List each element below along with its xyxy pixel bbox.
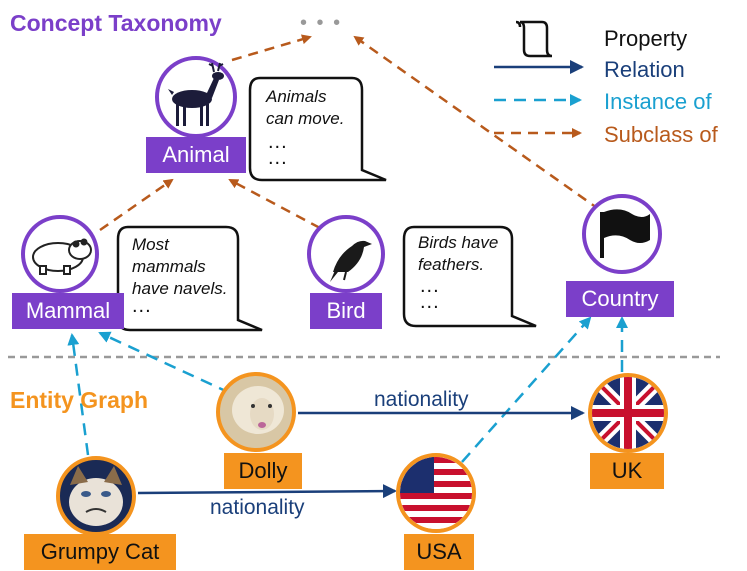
- deer-icon: [168, 62, 224, 126]
- uk-node: [588, 373, 668, 453]
- edge-bird-to-animal: [228, 178, 321, 230]
- relation-edges: [137, 406, 585, 499]
- grumpy-cat-label: Grumpy Cat: [24, 534, 176, 570]
- legend-relation-label: Relation: [604, 57, 685, 82]
- uk-flag-icon: [592, 377, 664, 449]
- legend-property-label: Property: [604, 26, 688, 51]
- flag-icon: [600, 209, 650, 258]
- edge-animal-to-top: [231, 34, 312, 62]
- dolly-label: Dolly: [224, 453, 302, 489]
- mammal-node: [21, 215, 99, 293]
- country-node: [582, 194, 662, 274]
- legend-lines: [494, 60, 584, 138]
- bird-property-ellipsis: ......: [420, 275, 440, 313]
- edge-usa-to-country: [461, 316, 592, 463]
- legend-instance-label: Instance of: [604, 89, 712, 114]
- mammal-property-line-2: mammals: [132, 257, 206, 276]
- animal-property-line-1: Animals: [266, 87, 327, 106]
- scroll-icon: [515, 20, 553, 58]
- sheep-photo: [232, 386, 284, 434]
- instance-edges: [67, 316, 628, 463]
- usa-label: USA: [404, 534, 474, 570]
- bird-icon: [330, 240, 372, 282]
- usa-flag-icon: [400, 457, 472, 529]
- edge-dolly-to-mammal: [98, 331, 231, 395]
- edge-country-to-top: [353, 35, 601, 212]
- bird-property-bubble: [402, 225, 537, 328]
- usa-node: [396, 453, 476, 533]
- hippo-icon: [32, 238, 92, 275]
- animal-property-line-2: can move.: [266, 109, 345, 128]
- dolly-node: [216, 372, 296, 452]
- subclass-edges: [99, 34, 601, 232]
- edge-cat-to-mammal: [67, 333, 90, 456]
- bird-property-line-2: feathers.: [418, 255, 485, 274]
- mammal-property-text: Most mammals have navels.: [132, 234, 227, 300]
- mammal-property-line-1: Most: [132, 235, 169, 254]
- mammal-label: Mammal: [12, 293, 124, 329]
- mammal-property-line-3: have navels.: [132, 279, 228, 298]
- grumpy-cat-node: [56, 456, 136, 536]
- edge-cat-usa: [137, 484, 397, 499]
- cat-photo: [69, 466, 123, 526]
- concept-taxonomy-title: Concept Taxonomy: [10, 10, 222, 36]
- entity-graph-title: Entity Graph: [10, 387, 149, 413]
- country-label: Country: [566, 281, 674, 317]
- animal-node: [155, 56, 237, 138]
- animal-property-ellipsis: ......: [268, 131, 288, 169]
- top-ellipsis: • • •: [300, 12, 343, 34]
- edge-mammal-to-animal: [99, 178, 174, 232]
- uk-label: UK: [590, 453, 664, 489]
- bird-property-line-1: Birds have: [418, 233, 499, 252]
- bird-property-text: Birds have feathers.: [418, 232, 498, 276]
- legend-subclass-label: Subclass of: [604, 122, 718, 147]
- cat-usa-relation-label: nationality: [210, 496, 305, 519]
- bird-node: [307, 215, 385, 293]
- mammal-property-ellipsis: ...: [132, 295, 152, 317]
- bird-label: Bird: [310, 293, 382, 329]
- animal-label: Animal: [146, 137, 246, 173]
- dolly-uk-relation-label: nationality: [374, 388, 469, 411]
- animal-property-bubble: [248, 76, 387, 182]
- animal-property-text: Animals can move.: [266, 86, 344, 130]
